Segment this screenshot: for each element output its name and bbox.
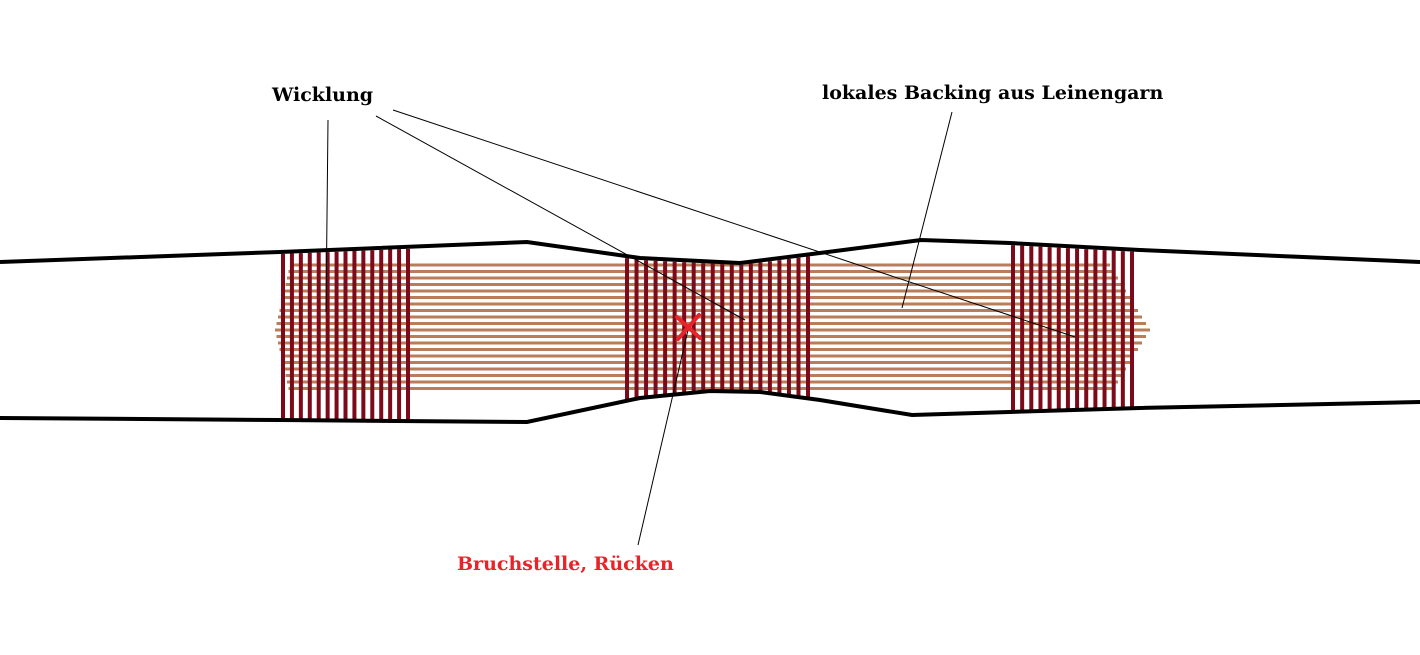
windings bbox=[281, 245, 1134, 421]
label-backing: lokales Backing aus Leinengarn bbox=[822, 82, 1164, 104]
leader-break-point bbox=[637, 329, 689, 546]
x-mark-icon bbox=[675, 313, 702, 341]
spine-outline-bottom bbox=[0, 388, 1420, 425]
label-winding: Wicklung bbox=[272, 84, 374, 106]
spine-outline-top bbox=[0, 237, 1420, 266]
leader-winding-left bbox=[325, 119, 329, 313]
leader-backing bbox=[901, 111, 953, 309]
leader-winding-middle bbox=[375, 115, 746, 321]
label-break-point: Bruchstelle, Rücken bbox=[457, 553, 674, 575]
leader-winding-right bbox=[392, 109, 1076, 338]
leader-lines bbox=[325, 109, 1076, 546]
